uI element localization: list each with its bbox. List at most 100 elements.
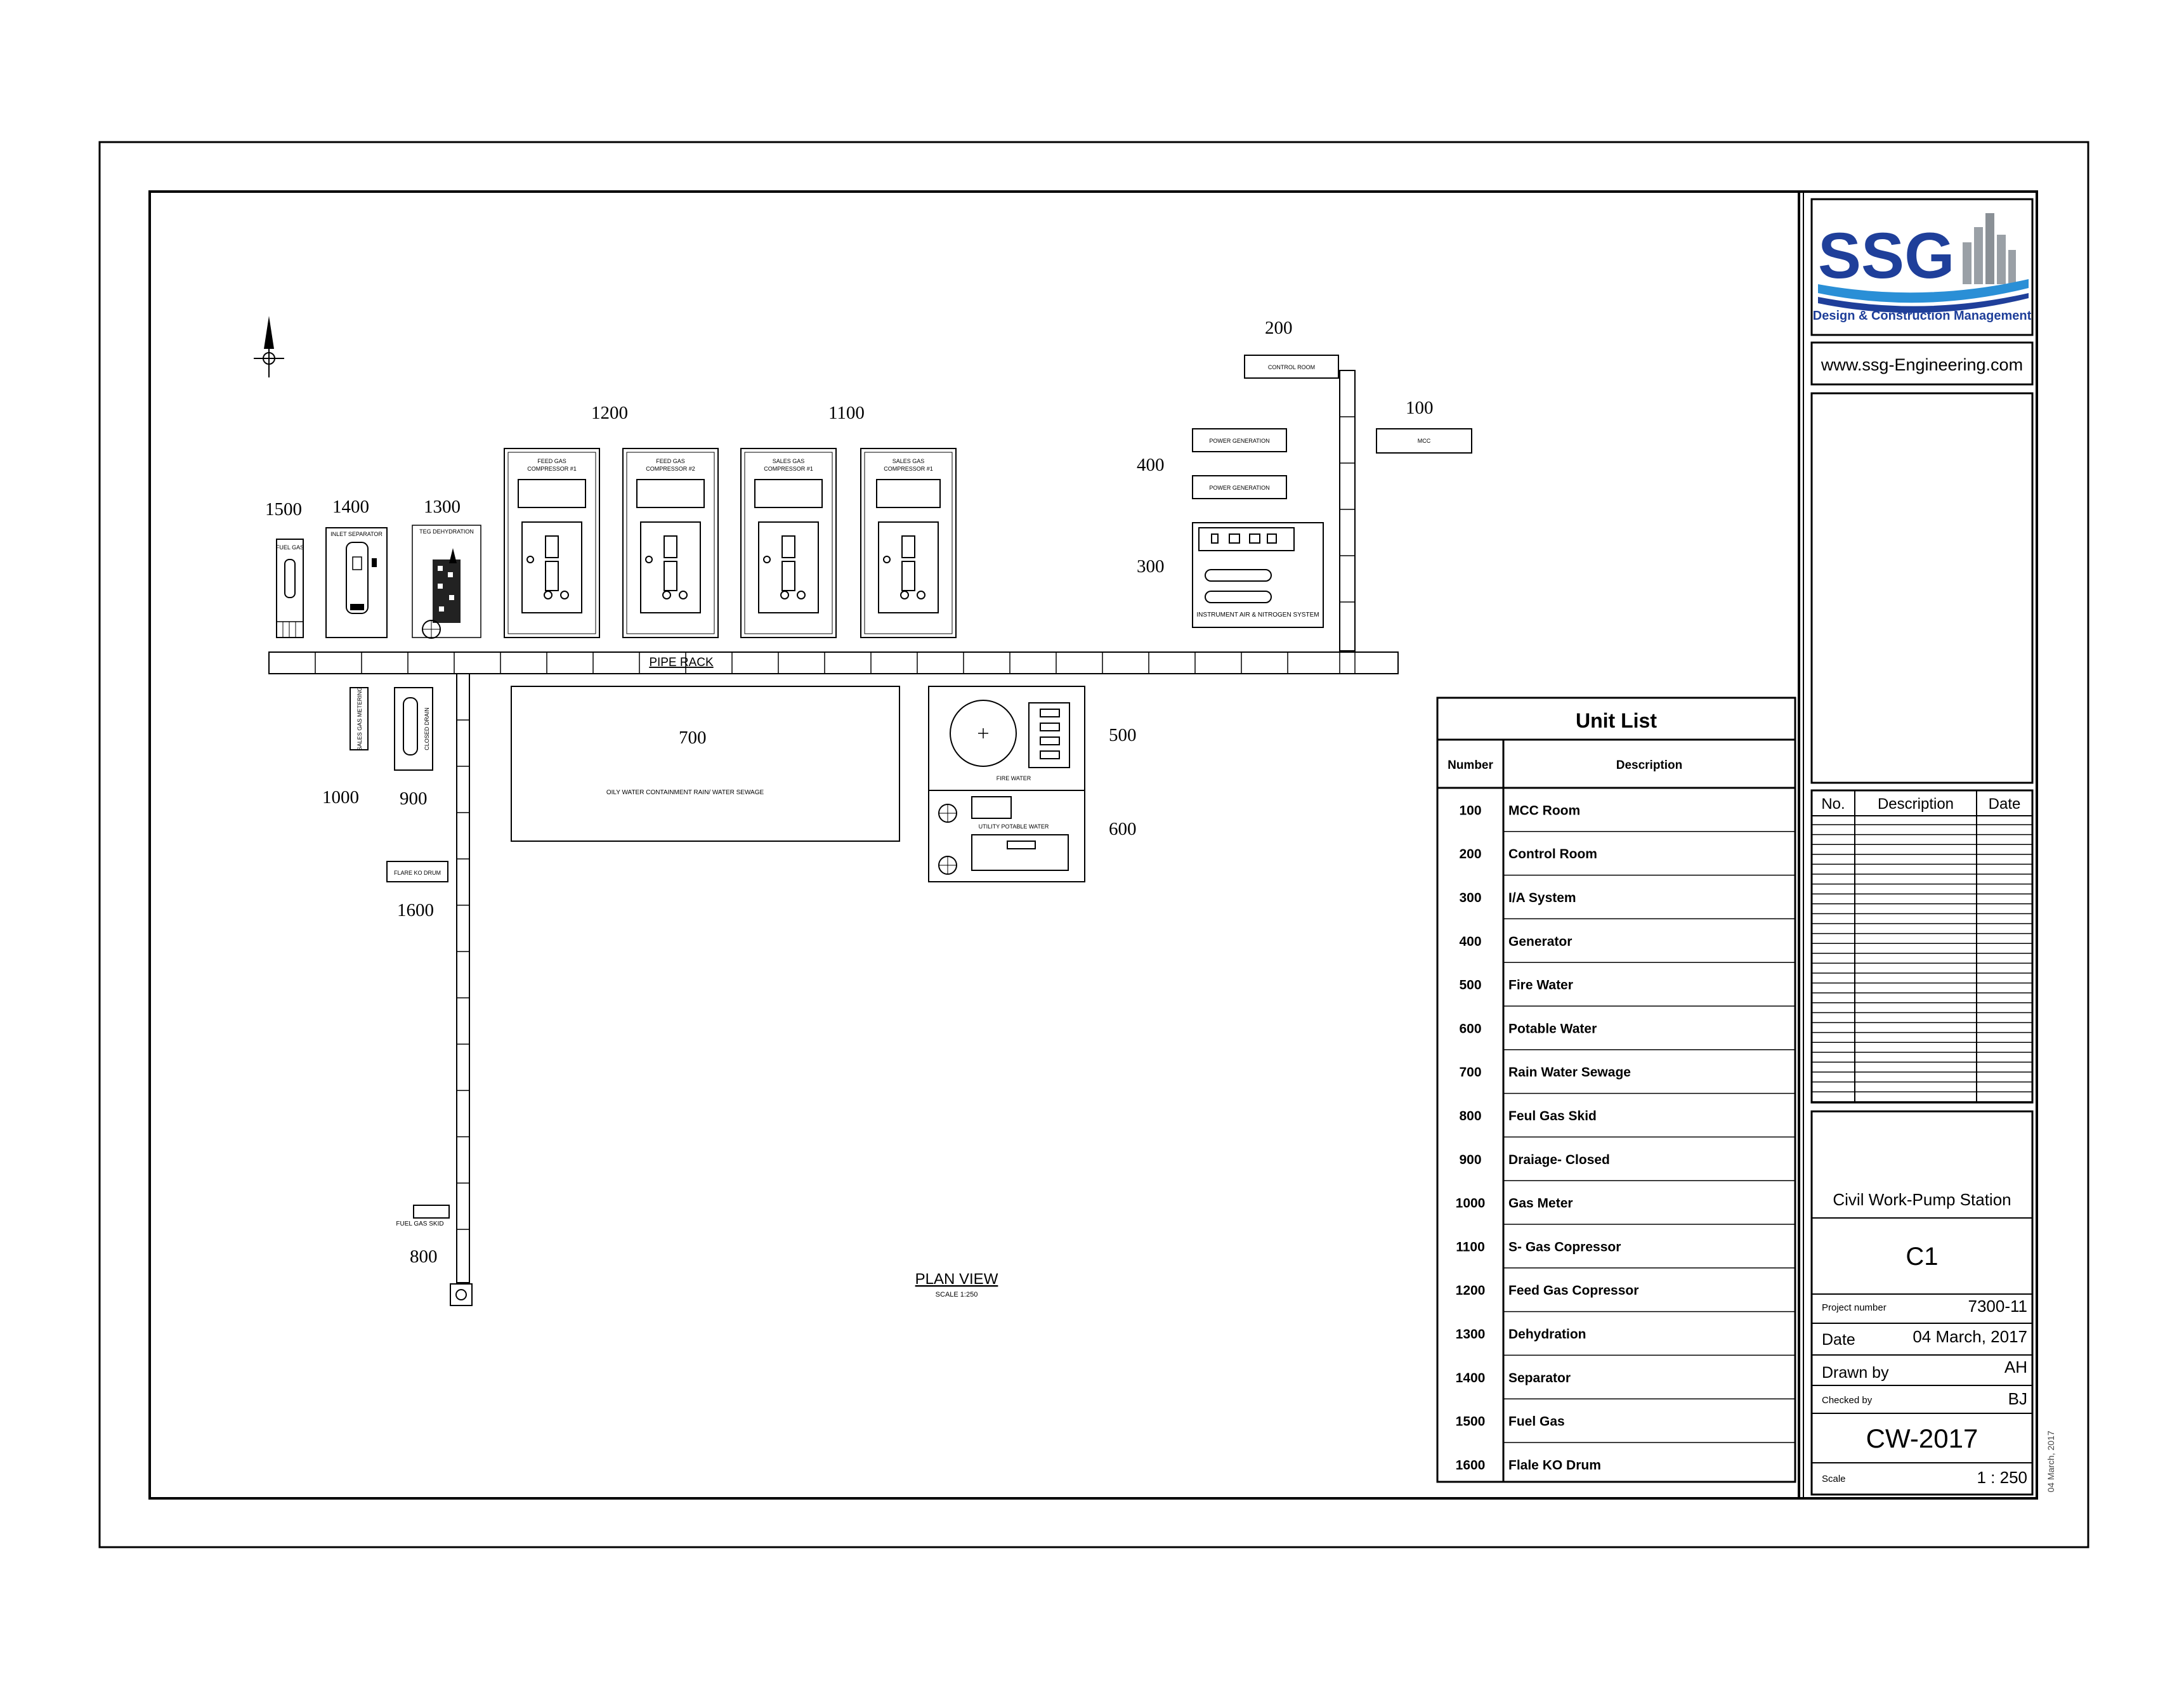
- north-arrow-icon: [254, 316, 284, 377]
- svg-text:COMPRESSOR #1: COMPRESSOR #1: [884, 466, 933, 472]
- unit-list-description: I/A System: [1508, 891, 1576, 905]
- svg-text:POWER GENERATION: POWER GENERATION: [1209, 438, 1269, 444]
- unit-list-number: 400: [1459, 934, 1481, 949]
- svg-text:INSTRUMENT AIR & NITROGEN SYST: INSTRUMENT AIR & NITROGEN SYSTEM: [1196, 612, 1319, 618]
- svg-text:PIPE RACK: PIPE RACK: [649, 656, 714, 669]
- unit-list-number: 500: [1459, 978, 1481, 993]
- date-label: Date: [1822, 1331, 1855, 1349]
- unit-list-header-description: Description: [1616, 759, 1683, 772]
- unit-list-description: Draiage- Closed: [1508, 1153, 1610, 1167]
- sales-gas-metering-unit: SALES GAS METERING: [350, 687, 369, 750]
- area-label-400: 400: [1137, 455, 1165, 475]
- scale-label: Scale: [1822, 1474, 1846, 1484]
- project-number-label: Project number: [1822, 1302, 1886, 1313]
- unit-list-number: 1600: [1456, 1458, 1486, 1472]
- unit-list-number: 700: [1459, 1065, 1481, 1080]
- svg-text:SCALE 1:250: SCALE 1:250: [936, 1291, 978, 1299]
- area-label-200: 200: [1265, 318, 1293, 338]
- svg-text:CLOSED DRAIN: CLOSED DRAIN: [424, 707, 430, 750]
- area-label-300: 300: [1137, 556, 1165, 577]
- fire-water-unit: FIRE WATER: [928, 686, 1085, 791]
- project-title: Civil Work-Pump Station: [1833, 1190, 2011, 1209]
- area-label-1100: 1100: [828, 403, 865, 423]
- unit-list-number: 900: [1459, 1153, 1481, 1167]
- unit-list-number: 300: [1459, 891, 1481, 905]
- unit-list-number: 1200: [1456, 1283, 1486, 1298]
- area-label-100: 100: [1406, 398, 1434, 418]
- power-generation-1: POWER GENERATION: [1192, 428, 1287, 452]
- unit-list-description: Feul Gas Skid: [1508, 1109, 1597, 1123]
- logo-tagline: Design & Construction Management: [1813, 309, 2032, 323]
- unit-list-number: 600: [1459, 1021, 1481, 1036]
- fuel-gas-unit: FUEL GAS: [276, 539, 304, 638]
- area-label-1300: 1300: [424, 497, 461, 517]
- checked-by-label: Checked by: [1822, 1395, 1873, 1406]
- unit-list-number: 1400: [1456, 1371, 1486, 1385]
- flare-ko-drum-unit: FLARE KO DRUM: [386, 861, 448, 882]
- plan-view-title: PLAN VIEW SCALE 1:250: [915, 1271, 998, 1299]
- revision-header-no: No.: [1821, 795, 1845, 813]
- feed-gas-compressor-1: FEED GAS COMPRESSOR #1: [504, 448, 600, 638]
- unit-list-description: S- Gas Copressor: [1508, 1240, 1621, 1254]
- svg-text:OILY WATER CONTAINMENT RAIN/ W: OILY WATER CONTAINMENT RAIN/ WATER SEWAG…: [606, 789, 764, 796]
- scale-value: 1 : 250: [1977, 1468, 2027, 1487]
- revision-table: No. Description Date: [1810, 789, 2034, 1104]
- area-label-1000: 1000: [322, 787, 359, 808]
- svg-text:PLAN VIEW: PLAN VIEW: [915, 1271, 998, 1288]
- unit-list-description: Separator: [1508, 1371, 1571, 1385]
- checked-by-value: BJ: [2008, 1389, 2027, 1408]
- company-logo: SSG Design & Construction Management: [1810, 198, 2034, 336]
- teg-dehydration-unit: TEG DEHYDRATION: [412, 525, 481, 639]
- area-label-1500: 1500: [265, 499, 302, 520]
- svg-text:POWER GENERATION: POWER GENERATION: [1209, 485, 1269, 491]
- unit-list-description: Flale KO Drum: [1508, 1458, 1601, 1472]
- unit-list-description: Generator: [1508, 934, 1572, 949]
- closed-drain-unit: CLOSED DRAIN: [394, 687, 433, 771]
- unit-list-description: Gas Meter: [1508, 1196, 1573, 1211]
- unit-list-number: 1100: [1456, 1240, 1485, 1254]
- area-label-800: 800: [410, 1246, 438, 1267]
- area-label-1600: 1600: [397, 900, 434, 920]
- svg-text:FUEL GAS: FUEL GAS: [276, 544, 304, 551]
- unit-list-number: 100: [1459, 803, 1481, 818]
- svg-text:COMPRESSOR #1: COMPRESSOR #1: [764, 466, 813, 472]
- project-number-value: 7300-11: [1968, 1297, 2028, 1316]
- svg-text:FLARE KO DRUM: FLARE KO DRUM: [394, 870, 441, 876]
- pipe-rack: PIPE RACK: [268, 651, 1399, 1283]
- outer-sheet-border: [98, 141, 2089, 1548]
- svg-text:SALES GAS: SALES GAS: [893, 458, 925, 464]
- unit-list-number: 800: [1459, 1109, 1481, 1123]
- instrument-air-unit: INSTRUMENT AIR & NITROGEN SYSTEM: [1192, 522, 1324, 628]
- svg-text:COMPRESSOR #1: COMPRESSOR #1: [527, 466, 577, 472]
- power-generation-2: POWER GENERATION: [1192, 475, 1287, 499]
- svg-text:UTILITY POTABLE WATER: UTILITY POTABLE WATER: [979, 823, 1049, 830]
- area-label-500: 500: [1109, 725, 1137, 745]
- utility-potable-water-unit: UTILITY POTABLE WATER: [928, 790, 1085, 882]
- print-date: 04 March, 2017: [2046, 1430, 2056, 1492]
- sales-gas-compressor-2: SALES GAS COMPRESSOR #1: [860, 448, 957, 638]
- drawn-by-label: Drawn by: [1822, 1364, 1889, 1382]
- revision-header-description: Description: [1878, 795, 1954, 813]
- date-value: 04 March, 2017: [1913, 1327, 2027, 1346]
- project-info-block: Civil Work-Pump Station C1 Project numbe…: [1810, 1110, 2034, 1496]
- unit-list-description: Fuel Gas: [1508, 1415, 1565, 1429]
- fuel-gas-skid-unit: FUEL GAS SKID: [396, 1205, 473, 1306]
- unit-list-title: Unit List: [1576, 709, 1657, 732]
- area-label-1200: 1200: [591, 403, 628, 423]
- svg-text:MCC: MCC: [1418, 438, 1431, 444]
- unit-list-description: Dehydration: [1508, 1327, 1586, 1342]
- area-label-700: 700: [679, 728, 707, 748]
- svg-text:FEED GAS: FEED GAS: [537, 458, 566, 464]
- svg-text:CONTROL ROOM: CONTROL ROOM: [1268, 364, 1315, 370]
- notes-box: [1810, 392, 2034, 784]
- unit-list-description: Fire Water: [1508, 978, 1573, 993]
- unit-list-number: 200: [1459, 847, 1481, 861]
- website-box: www.ssg-Engineering.com: [1810, 341, 2034, 386]
- drawing-frame: [148, 190, 2038, 1500]
- area-label-900: 900: [400, 788, 428, 809]
- svg-text:FIRE WATER: FIRE WATER: [997, 775, 1031, 782]
- unit-list-description: Control Room: [1508, 847, 1597, 861]
- unit-list-description: Feed Gas Copressor: [1508, 1283, 1638, 1298]
- unit-list-number: 1500: [1456, 1415, 1486, 1429]
